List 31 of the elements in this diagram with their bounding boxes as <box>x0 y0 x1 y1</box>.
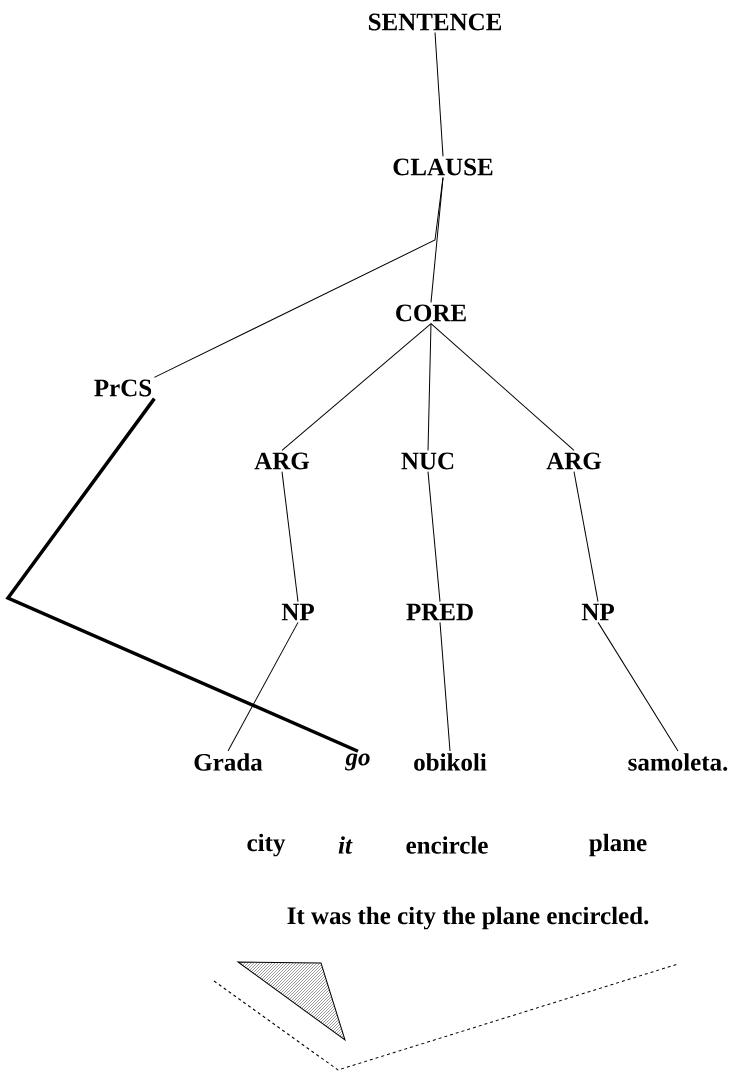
tree-branch <box>427 323 432 451</box>
tree-branch <box>153 177 444 378</box>
tree-label: ARG <box>546 452 602 470</box>
tree-label: SENTENCE <box>368 13 502 31</box>
tree-label: ARG <box>254 452 310 470</box>
gloss-word: plane <box>589 833 647 857</box>
tree-label: NP <box>281 603 314 621</box>
word: samoleta. <box>628 753 728 771</box>
tree-branch <box>281 471 299 603</box>
word: obikoli <box>414 753 487 771</box>
tree-label: NUC <box>401 452 454 470</box>
gloss-word: it <box>338 836 353 854</box>
tree-branch <box>434 32 444 157</box>
tree-label: PrCS <box>94 379 152 397</box>
tree-branch <box>597 621 679 752</box>
tree-branch <box>430 323 575 451</box>
tree-label: CORE <box>396 304 466 322</box>
tree-branch <box>439 621 451 752</box>
tree-branch <box>5 397 359 753</box>
translation-text: It was the city the plane encircled. <box>287 906 649 930</box>
tree-label: NP <box>581 603 614 621</box>
tree-branch <box>573 471 599 603</box>
tree-branch <box>281 323 432 451</box>
tree-label: CLAUSE <box>393 158 493 176</box>
tree-branch <box>427 471 441 603</box>
tree-label: PRED <box>406 603 473 621</box>
gloss-word: encircle <box>406 836 488 854</box>
tree-branch <box>227 621 299 752</box>
word: go <box>345 753 370 771</box>
gloss-word: city <box>247 833 286 857</box>
word: Grada <box>194 753 263 771</box>
